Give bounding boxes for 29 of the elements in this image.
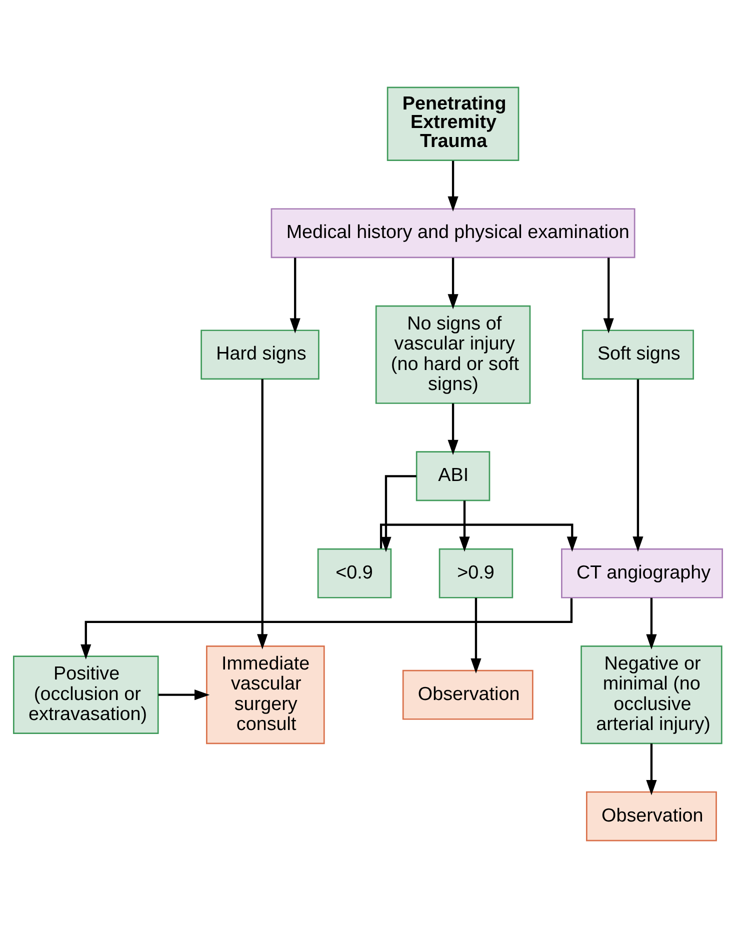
- node-box: Observation: [586, 790, 717, 841]
- node-box: >0.9: [438, 548, 514, 598]
- arrow: [646, 743, 657, 795]
- arrow: [632, 378, 644, 552]
- node-box: Immediate vascular surgery consult: [206, 645, 325, 744]
- arrow: [380, 474, 416, 552]
- arrow: [448, 257, 458, 309]
- node-box: Positive (occlusion or extravasation): [13, 655, 159, 734]
- node-box: Hard signs: [200, 329, 320, 380]
- node-box: Penetrating Extremity Trauma: [386, 86, 520, 160]
- node-box: No signs of vascular injury (no hard or soft signs): [375, 304, 531, 404]
- arrow: [603, 257, 614, 333]
- arrow: [257, 378, 268, 649]
- arrow: [470, 597, 482, 674]
- node-box: Soft signs: [582, 329, 694, 380]
- arrow: [646, 597, 657, 649]
- node-box: Medical history and physical examination: [270, 208, 636, 258]
- arrow: [158, 689, 210, 700]
- arrow: [448, 160, 458, 212]
- arrow: [80, 598, 573, 659]
- arrow: [459, 500, 470, 552]
- arrow: [448, 402, 458, 455]
- node-box: <0.9: [317, 548, 392, 598]
- arrow: [290, 257, 300, 333]
- node-box: ABI: [416, 450, 490, 501]
- node-box: Observation: [402, 669, 534, 720]
- node-box: CT angiography: [561, 548, 723, 598]
- node-box: Negative or minimal (no occlusive arterial injury): [580, 645, 722, 744]
- arrow: [380, 523, 578, 552]
